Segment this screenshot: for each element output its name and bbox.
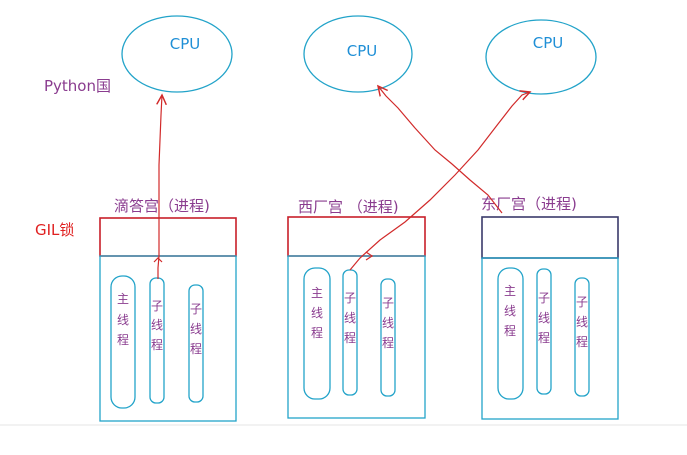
process-2-title: 西厂宫 （进程) (298, 198, 399, 216)
cpu-1-label: CPU (170, 35, 201, 53)
process-3-sub-thread-2-label: 子线程 (576, 295, 588, 349)
cpu-1-ellipse (121, 15, 233, 93)
arrow-process1-to-cpu1 (158, 95, 162, 279)
process-3-gil-box (481, 216, 619, 259)
arrow-process3-to-cpu2 (378, 86, 503, 214)
cpu-3-ellipse (485, 19, 597, 95)
process-1-sub-thread-2-label: 子线程 (190, 302, 202, 356)
arrow-process1-tick (153, 257, 163, 263)
process-1-gil-box (99, 217, 237, 257)
cpu-2-label: CPU (347, 42, 378, 60)
process-2-container (287, 255, 426, 419)
process-3-sub-thread-1-label: 子线程 (538, 291, 550, 345)
cpu-2-ellipse (303, 15, 413, 93)
cpu-3: CPU (485, 19, 597, 95)
cpu-3-label: CPU (533, 34, 564, 52)
arrow-process2-to-cpu3 (349, 92, 530, 271)
gil-lock-label: GIL锁 (35, 221, 74, 239)
process-2-sub-thread-1-label: 子线程 (344, 291, 356, 345)
process-1: 滴答宫（进程) 主线程 子线程 子线程 (99, 197, 237, 422)
process-1-main-thread-label: 主线程 (117, 292, 129, 347)
python-country-label: Python国 (44, 77, 111, 95)
process-1-main-thread (110, 275, 136, 409)
process-2-main-thread-label: 主线程 (311, 286, 323, 340)
process-2-sub-thread-2-label: 子线程 (382, 296, 394, 350)
process-3: 东厂宫（进程) 主线程 子线程 子线程 (481, 195, 619, 420)
process-3-title: 东厂宫（进程) (481, 195, 577, 213)
process-1-sub-thread-1-label: 子线程 (151, 299, 163, 352)
process-1-container (99, 255, 237, 422)
process-3-sub-thread-2 (574, 277, 590, 397)
process-2-sub-thread-2 (380, 278, 396, 397)
process-1-title: 滴答宫（进程) (114, 197, 210, 215)
process-3-main-thread (497, 267, 524, 400)
process-1-sub-thread-1 (149, 277, 165, 404)
process-2: 西厂宫 （进程) 主线程 子线程 子线程 (287, 198, 426, 419)
process-3-container (481, 257, 619, 420)
process-3-main-thread-label: 主线程 (504, 284, 516, 338)
process-2-main-thread (303, 267, 331, 400)
process-3-sub-thread-1 (536, 268, 552, 395)
cpu-2: CPU (303, 15, 413, 93)
cpu-1: CPU (121, 15, 233, 93)
arrow-process2-tick (365, 251, 374, 261)
process-1-sub-thread-2 (188, 284, 204, 403)
